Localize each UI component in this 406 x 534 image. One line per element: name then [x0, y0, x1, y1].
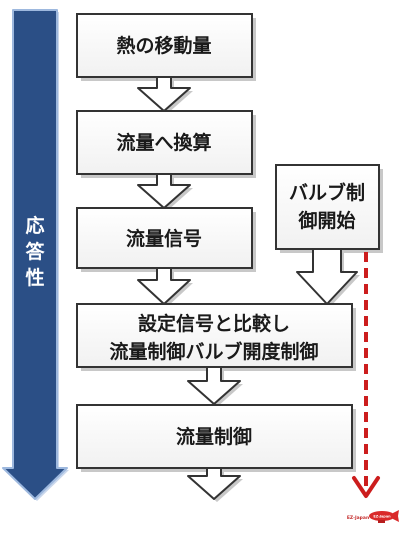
step-compare-line-2: 流量制御バルブ開度制御 [109, 340, 318, 363]
step-heat-transfer: 熱の移動量 [76, 13, 256, 81]
valve-start-line-1: バルブ制 [289, 181, 365, 204]
blimp-icon [369, 511, 395, 521]
logo-name: EZ-Japan [347, 515, 369, 521]
down-arrow-4 [187, 366, 243, 407]
blimp-text: EZ-Japan [373, 515, 391, 519]
down-arrow-5 [187, 467, 243, 502]
step-flow-conversion: 流量へ換算 [76, 110, 256, 178]
step-flow-control: 流量制御 [76, 404, 356, 472]
down-arrow-3 [137, 267, 193, 307]
ez-japan-logo: EZ-Japan EZ-Japan [347, 510, 399, 523]
step-flow-control-label: 流量制御 [176, 425, 252, 448]
step-compare-line-1: 設定信号と比較し [138, 312, 290, 335]
response-arrow [2, 9, 69, 501]
step-heat-transfer-label: 熱の移動量 [116, 34, 211, 57]
valve-control-start-box: バルブ制 御開始 [275, 164, 383, 253]
valve-start-line-2: 御開始 [297, 209, 355, 232]
step-compare-and-control: 設定信号と比較し 流量制御バルブ開度制御 [76, 303, 356, 371]
step-flow-signal: 流量信号 [76, 207, 256, 272]
response-label: 応 答 性 [25, 214, 45, 289]
step-flow-signal-label: 流量信号 [126, 227, 202, 250]
down-arrow-2 [137, 173, 193, 211]
response-char-3: 性 [25, 266, 44, 289]
down-arrow-1 [137, 76, 193, 114]
valve-timeline-arrow [352, 252, 380, 498]
response-char-2: 答 [25, 240, 45, 263]
step-flow-conversion-label: 流量へ換算 [116, 131, 211, 154]
down-arrow-valve [296, 248, 360, 307]
response-char-1: 応 [25, 214, 44, 237]
